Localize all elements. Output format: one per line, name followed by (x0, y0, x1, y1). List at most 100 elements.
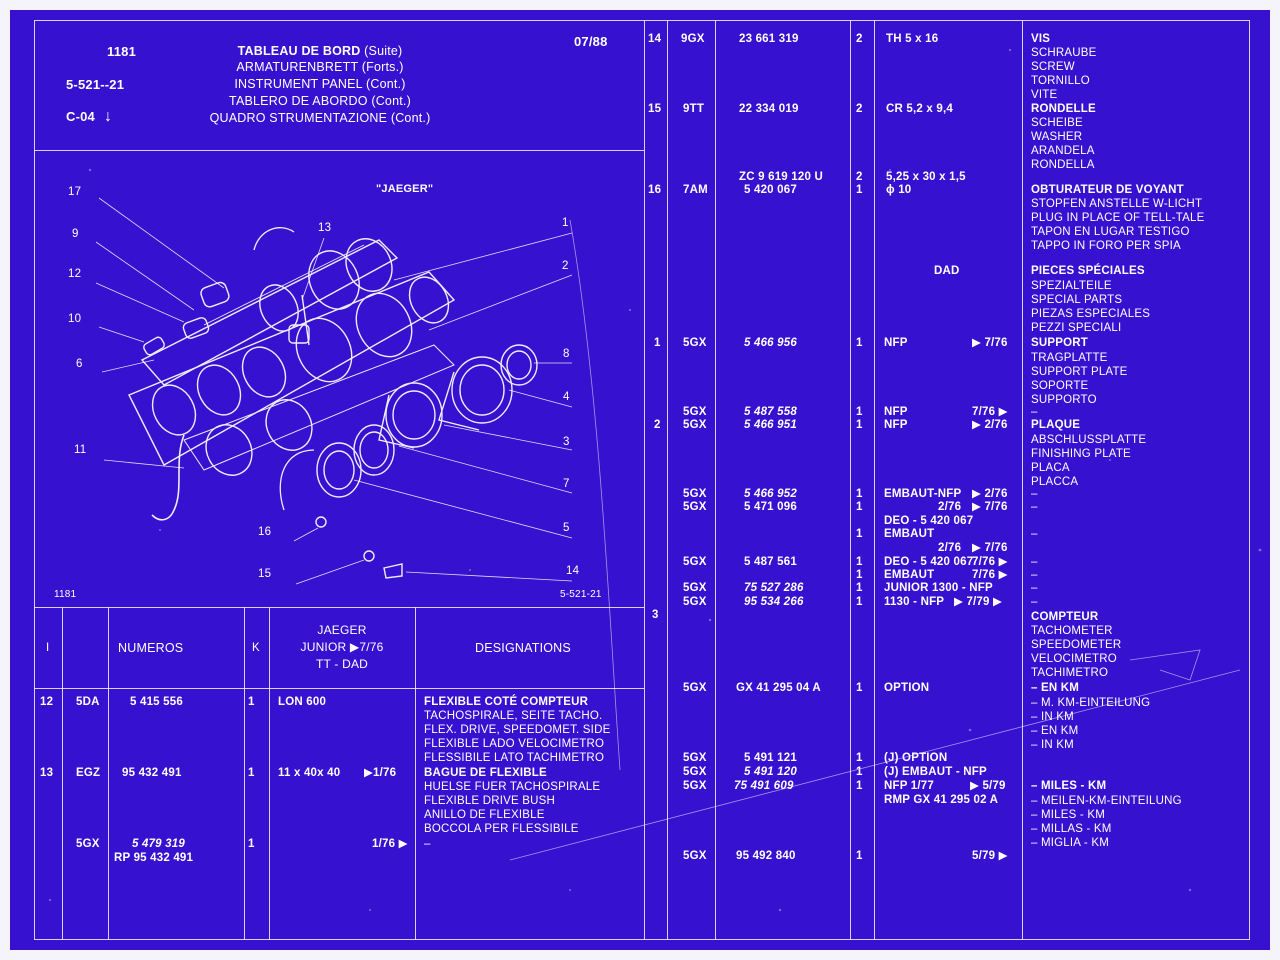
row-qualifier: NFP 1/77 (884, 780, 934, 792)
row-qty: 1 (856, 406, 863, 418)
row-desc: – (1031, 596, 1038, 608)
row-code: 5GX (683, 406, 707, 418)
row-index: 16 (648, 184, 662, 196)
row-code: 5GX (683, 582, 707, 594)
callout-3: 3 (563, 436, 570, 448)
diagram-divider (34, 607, 644, 608)
diagram-footer-right: 5-521-21 (560, 589, 602, 600)
row-desc: – (1031, 488, 1038, 500)
row-desc-es: ARANDELA (1031, 145, 1095, 157)
col-sep-code-right (715, 20, 716, 940)
row-index: 12 (40, 696, 54, 708)
row-desc-it: TAPPO IN FORO PER SPIA (1031, 240, 1181, 252)
row-desc-it: FLESSIBILE LATO TACHIMETRO (424, 752, 605, 764)
row-code: 7AM (683, 184, 708, 196)
row-number: 95 432 491 (122, 767, 182, 779)
col-sep-k-left (269, 607, 270, 940)
c04-arrow-icon: ↓ (104, 108, 113, 125)
header-divider (34, 150, 644, 151)
cable-top (253, 227, 295, 251)
row-qty: 2 (856, 103, 863, 115)
row-qualifier: CR 5,2 x 9,4 (886, 103, 953, 115)
row-qty: 1 (856, 556, 863, 568)
row-number: 5 491 121 (744, 752, 797, 764)
row-desc-fr: RONDELLE (1031, 103, 1096, 115)
row-number: 5 415 556 (130, 696, 183, 708)
row-qualifier-2: ϕ 10 (886, 184, 912, 196)
callout-10: 10 (68, 313, 82, 325)
flexible-cable (151, 434, 185, 521)
row-desc-es: PLACA (1031, 462, 1070, 474)
row-code: 5DA (76, 696, 100, 708)
callout-14: 14 (566, 565, 580, 577)
row-qualifier: 2/76 (938, 542, 962, 554)
row-number: 22 334 019 (739, 103, 799, 115)
row-desc-de: TRAGPLATTE (1031, 352, 1108, 364)
row-desc-en: FINISHING PLATE (1031, 448, 1131, 460)
row-qty: 1 (856, 582, 863, 594)
row-date: 7/76 ▶ (972, 556, 1008, 568)
title-line-en: INSTRUMENT PANEL (Cont.) (234, 77, 406, 91)
callout-17: 17 (68, 186, 82, 198)
row-code: 5GX (683, 419, 707, 431)
row-desc-fr: PLAQUE (1031, 419, 1081, 431)
row-desc-fr: BAGUE DE FLEXIBLE (424, 767, 547, 779)
row-code: 5GX (683, 752, 707, 764)
row-code: 5GX (683, 596, 707, 608)
gauge-tachometer (378, 382, 443, 449)
row-qualifier: DEO - 5 420 067 (884, 515, 974, 527)
row-qty: 1 (856, 337, 863, 349)
callout-9: 9 (72, 228, 79, 240)
row-desc-en: SCREW (1031, 61, 1075, 73)
th-col-designations: DESIGNATIONS (475, 641, 571, 655)
row-code: 5GX (683, 780, 707, 792)
row-desc-en: FLEXIBLE DRIVE BUSH (424, 795, 555, 807)
row-desc-de: – MEILEN-KM-EINTEILUNG (1031, 795, 1182, 807)
row-desc-es: FLEXIBLE LADO VELOCIMETRO (424, 738, 605, 750)
row-qualifier: (J) OPTION (884, 752, 948, 764)
row-number: 5 471 096 (744, 501, 797, 513)
gauge-small-b (316, 442, 362, 498)
main-split (644, 20, 645, 940)
row-date: ▶ 7/76 (972, 337, 1008, 349)
row-date: ▶1/76 (364, 767, 397, 779)
row-qty: 1 (856, 528, 863, 540)
row-desc-it: TACHIMETRO (1031, 667, 1109, 679)
row-desc-de: STOPFEN ANSTELLE W-LICHT (1031, 198, 1203, 210)
border-left (34, 20, 35, 940)
col-sep-num-left (244, 607, 245, 940)
row-qty: 1 (248, 838, 255, 850)
instrument-panel-exploded-diagram (95, 197, 573, 585)
row-desc: – (1031, 406, 1038, 418)
row-desc-it: BOCCOLA PER FLESSIBILE (424, 823, 579, 835)
row-qualifier: JUNIOR 1300 - NFP (884, 582, 993, 594)
row-code: 9GX (681, 33, 705, 45)
row-desc-de: HUELSE FUER TACHOSPIRALE (424, 781, 601, 793)
header-code-5521: 5-521--21 (66, 77, 125, 92)
row-desc-de: SPEZIALTEILE (1031, 280, 1112, 292)
row-date: 5/79 ▶ (972, 850, 1008, 862)
th-col-k: K (252, 642, 260, 654)
row-desc-en: FLEX. DRIVE, SPEEDOMET. SIDE (424, 724, 611, 736)
row-desc-en: SUPPORT PLATE (1031, 366, 1128, 378)
border-bottom (34, 939, 1250, 940)
row-qualifier: EMBAUT-NFP (884, 488, 962, 500)
row-number: 5 466 952 (744, 488, 797, 500)
row-qualifier: (J) EMBAUT - NFP (884, 766, 987, 778)
row-qualifier: EMBAUT (884, 569, 935, 581)
row-date: ▶ 5/79 (970, 780, 1006, 792)
row-number: 95 492 840 (736, 850, 796, 862)
row-desc-es: – EN KM (1031, 725, 1079, 737)
row-code: 5GX (683, 682, 707, 694)
col-sep-qual-left (415, 607, 416, 940)
row-code: 5GX (683, 556, 707, 568)
callout-2: 2 (562, 260, 569, 272)
callout-12: 12 (68, 268, 82, 280)
callout-15: 15 (258, 568, 272, 580)
title-line-it: QUADRO STRUMENTAZIONE (Cont.) (209, 111, 431, 125)
row-qualifier: DAD (934, 265, 960, 277)
row-number-pre: ZC 9 619 120 U (739, 171, 823, 183)
callout-13: 13 (318, 222, 332, 234)
row-qty: 1 (856, 488, 863, 500)
gauge-small-c (500, 344, 538, 386)
